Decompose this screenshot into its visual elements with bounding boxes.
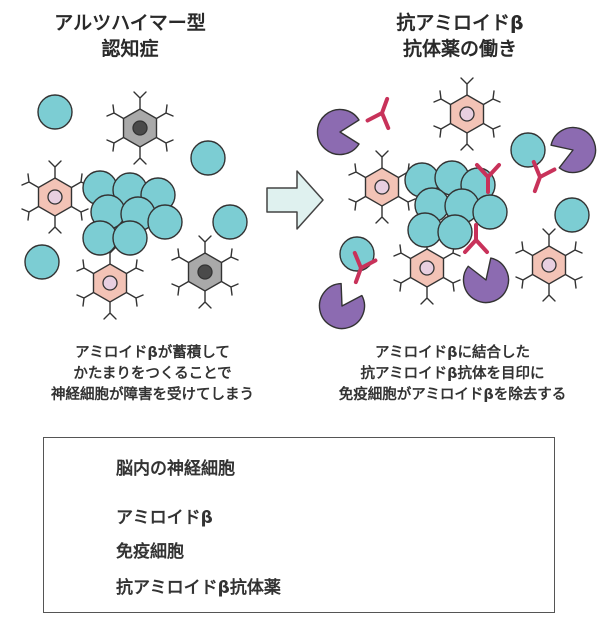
immune-cell bbox=[457, 253, 516, 310]
right-title-line2: 抗体薬の働き bbox=[402, 38, 517, 60]
right-caption-line1: アミロイドβに結合した bbox=[374, 345, 531, 361]
damaged-neuron bbox=[171, 235, 239, 309]
legend-immune-label: 免疫細胞 bbox=[116, 542, 184, 562]
immune-cell bbox=[310, 277, 372, 338]
neuron bbox=[433, 77, 501, 151]
neuron bbox=[515, 228, 583, 302]
right-caption: アミロイドβに結合した 抗アミロイドβ抗体を目印に 免疫細胞がアミロイドβを除去… bbox=[305, 343, 600, 406]
left-panel-illustration bbox=[21, 91, 248, 320]
neuron bbox=[348, 150, 416, 224]
legend-neuron-label: 脳内の神経細胞 bbox=[116, 459, 235, 479]
left-title-line2: 認知症 bbox=[101, 38, 159, 60]
left-caption-line1: アミロイドβが蓄積して bbox=[75, 345, 230, 361]
legend-antibody-label: 抗アミロイドβ抗体薬 bbox=[116, 578, 281, 598]
right-caption-line3: 免疫細胞がアミロイドβを除去する bbox=[338, 387, 567, 403]
legend-amyloid-label: アミロイドβ bbox=[116, 508, 213, 528]
left-title: アルツハイマー型 認知症 bbox=[20, 10, 240, 62]
amyloid-beta bbox=[510, 132, 546, 168]
left-caption: アミロイドβが蓄積して かたまりをつくることで 神経細胞が障害を受けてしまう bbox=[0, 343, 305, 406]
amyloid-beta bbox=[37, 94, 73, 130]
left-caption-line3: 神経細胞が障害を受けてしまう bbox=[51, 387, 254, 403]
legend-box: 脳内の神経細胞 アミロイドβ 免疫細胞 抗アミロイドβ抗体薬 bbox=[43, 437, 555, 613]
amyloid-beta bbox=[212, 204, 248, 240]
right-caption-line2: 抗アミロイドβ抗体を目印に bbox=[360, 366, 545, 382]
right-panel-illustration bbox=[310, 77, 600, 338]
left-caption-line2: かたまりをつくることで bbox=[73, 366, 232, 382]
right-title: 抗アミロイドβ 抗体薬の働き bbox=[330, 10, 590, 62]
amyloid-plaque bbox=[82, 170, 183, 256]
amyloid-beta bbox=[190, 140, 226, 176]
damaged-neuron bbox=[106, 91, 174, 165]
amyloid-beta bbox=[24, 244, 60, 280]
antibody bbox=[365, 93, 400, 131]
left-title-line1: アルツハイマー型 bbox=[54, 12, 206, 34]
amyloid-beta bbox=[554, 197, 590, 233]
immune-cell bbox=[316, 108, 360, 156]
neuron bbox=[21, 160, 89, 234]
neuron bbox=[76, 246, 144, 320]
transition-arrow bbox=[266, 170, 324, 230]
right-title-line1: 抗アミロイドβ bbox=[396, 12, 524, 34]
